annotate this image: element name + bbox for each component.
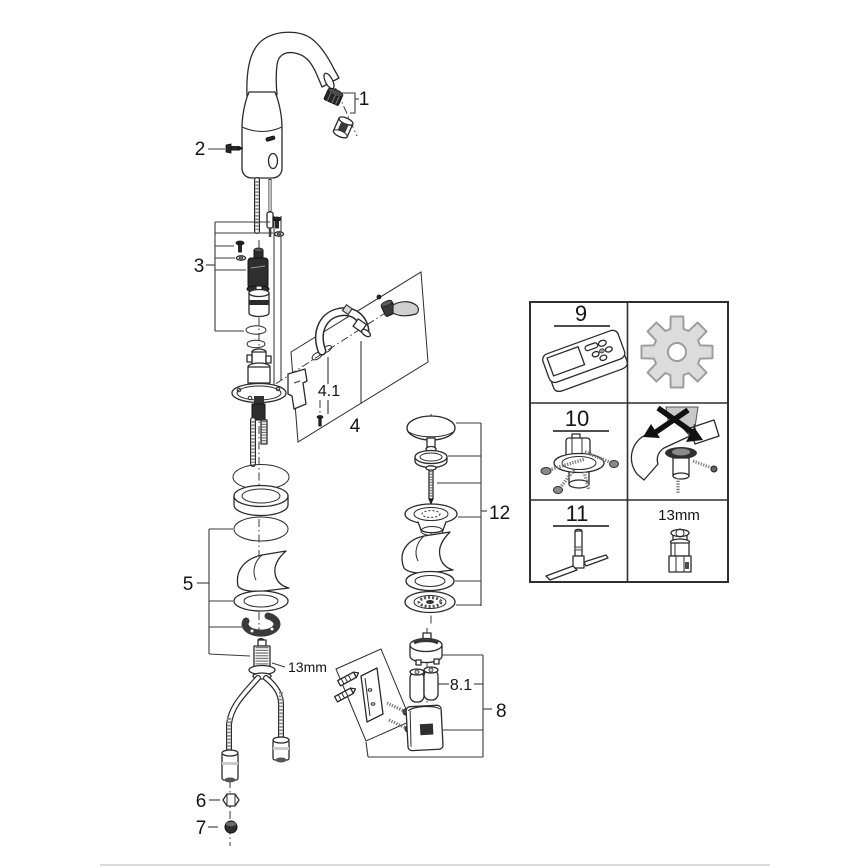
part4-manual-valve-kit (287, 271, 429, 443)
screw-small-left (235, 240, 245, 253)
lever-handle (380, 299, 419, 317)
flex-hoses (221, 675, 290, 783)
callout-bracket-8 (365, 654, 492, 758)
washer-small-right (273, 231, 285, 237)
threaded-shank (248, 639, 276, 680)
faucet-body (241, 31, 340, 179)
sensor-window (267, 152, 279, 170)
table-cell-13mm: 13mm (658, 507, 700, 573)
valve-base (231, 348, 287, 467)
part12-waste-set (401, 415, 458, 614)
hose-fitting-right (272, 736, 290, 763)
crossed-arrows (643, 405, 703, 442)
table-cell-warning (630, 405, 720, 494)
callout-line-13mm (271, 662, 286, 668)
footer-divider (100, 864, 770, 866)
cartridge (248, 285, 270, 318)
callout-6: 6 (196, 791, 207, 812)
table-label-11: 11 (566, 501, 589, 526)
callout-bracket-1 (342, 92, 356, 114)
callout-12: 12 (489, 503, 510, 524)
drain-ring (414, 449, 448, 469)
callout-7: 7 (196, 818, 207, 839)
wall-plug (333, 687, 357, 703)
stabilizing-washer (233, 590, 289, 612)
remote-control-icon (542, 329, 628, 393)
table-label-10: 10 (565, 406, 589, 431)
drain-washer (405, 570, 455, 592)
part6-nut (222, 793, 240, 807)
o-ring (246, 339, 266, 349)
callout-bracket-5 (197, 528, 251, 657)
callout-5: 5 (183, 574, 194, 595)
callout-4: 4 (350, 416, 361, 437)
battery-cap (409, 632, 443, 666)
hose-fitting-left (221, 749, 239, 783)
part2-screw (225, 143, 244, 154)
table-cell-9: 9 (542, 301, 628, 393)
flow-straightener (332, 116, 354, 139)
callout-8: 8 (496, 701, 507, 722)
o-ring-large (233, 516, 289, 542)
table-cell-10: 10 (540, 406, 619, 494)
callout-2: 2 (195, 139, 206, 160)
table-label-9: 9 (575, 301, 587, 326)
drain-flange-bottom (404, 590, 456, 614)
part3-solenoid-cartridge (235, 216, 285, 349)
callout-bracket-3 (206, 221, 273, 332)
wrench-size-label: 13mm (288, 659, 327, 675)
washer-small-left (235, 255, 247, 261)
part7-washer (224, 820, 238, 834)
callout-4-1: 4.1 (318, 383, 340, 400)
callout-8-1: 8.1 (450, 677, 472, 694)
part1-aerator (323, 87, 354, 139)
battery-8-1 (409, 666, 439, 703)
base-ring (233, 484, 289, 517)
sensor-mark (265, 135, 276, 142)
clip-screw (316, 415, 324, 427)
t-socket-wrench-icon (545, 528, 609, 581)
socket-13mm-icon (668, 528, 692, 573)
o-ring (245, 325, 267, 335)
escutcheon-clip (287, 368, 308, 410)
drain-strainer-top (404, 503, 458, 536)
wall-bracket (360, 667, 384, 723)
part8-power-supply (333, 632, 444, 752)
part5-mounting-set (232, 464, 290, 680)
drain-screw (425, 465, 437, 506)
drain-wedge-gasket (401, 531, 454, 574)
table-cell-gear (640, 315, 714, 389)
callout-bracket-12 (437, 422, 487, 606)
table-cell-11: 11 (545, 501, 609, 581)
table-label-13mm: 13mm (658, 507, 700, 524)
lever-screw (376, 294, 382, 300)
battery-housing (405, 704, 444, 752)
accessory-table: 9 10 (529, 301, 729, 583)
wall-plug (336, 671, 360, 687)
no-wrench-warning-icon (630, 405, 720, 494)
callout-1: 1 (359, 89, 370, 110)
curved-spacer (236, 550, 290, 592)
callout-3: 3 (194, 256, 205, 277)
center-axes (229, 77, 432, 846)
mounting-kit-icon (540, 433, 619, 494)
screw-small-right (272, 216, 282, 229)
